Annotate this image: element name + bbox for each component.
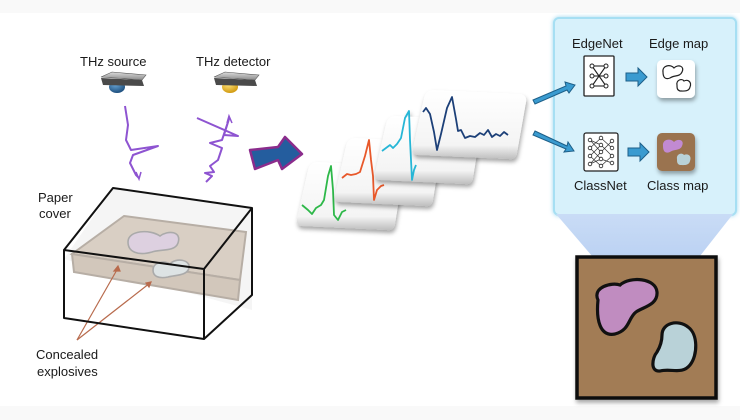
waveform-stack xyxy=(296,90,527,231)
classnet-label: ClassNet xyxy=(574,178,627,193)
network-panel xyxy=(553,17,737,216)
detected-pulse-waveform xyxy=(196,117,239,183)
edge-map-image xyxy=(657,60,695,98)
concealed-explosives-label-line1: Concealed xyxy=(36,347,99,362)
paper-cover-label-line1: Paper xyxy=(38,190,73,205)
emitted-pulse-waveform xyxy=(124,105,159,179)
paper-cover-label-line2: cover xyxy=(39,206,71,221)
concealed-explosives-label-line2: explosives xyxy=(37,364,98,379)
classnet-network-icon xyxy=(583,132,619,172)
thz-source-label: THz source xyxy=(80,54,147,69)
explosive-pointer-arrows xyxy=(76,264,152,341)
arrow-to-edgenet-icon xyxy=(532,81,576,105)
classnet-output-arrow-icon xyxy=(627,141,650,163)
bottom-band xyxy=(0,406,740,420)
split-arrows xyxy=(532,81,576,153)
edge-map-label: Edge map xyxy=(649,36,709,51)
edgenet-output-arrow-icon xyxy=(625,66,648,88)
detected-explosive-purple xyxy=(595,277,659,336)
hidden-explosive-purple xyxy=(127,230,180,255)
arrow-to-classnet-icon xyxy=(532,130,575,153)
hidden-explosive-blue xyxy=(152,259,190,279)
class-map-image xyxy=(657,133,695,171)
top-band xyxy=(0,0,740,13)
result-class-map xyxy=(575,255,718,400)
zoom-projection xyxy=(556,214,733,256)
edgenet-label: EdgeNet xyxy=(572,36,623,51)
thz-source-device xyxy=(100,71,147,93)
edgenet-network-icon xyxy=(583,55,615,97)
detected-explosive-blue xyxy=(651,321,698,373)
thz-detector-device xyxy=(213,71,260,93)
waveform-card-navy xyxy=(412,90,527,160)
class-map-label: Class map xyxy=(647,178,709,193)
paper-cover-box xyxy=(63,187,253,341)
processing-arrow-icon xyxy=(248,135,304,171)
thz-detector-label: THz detector xyxy=(196,54,271,69)
